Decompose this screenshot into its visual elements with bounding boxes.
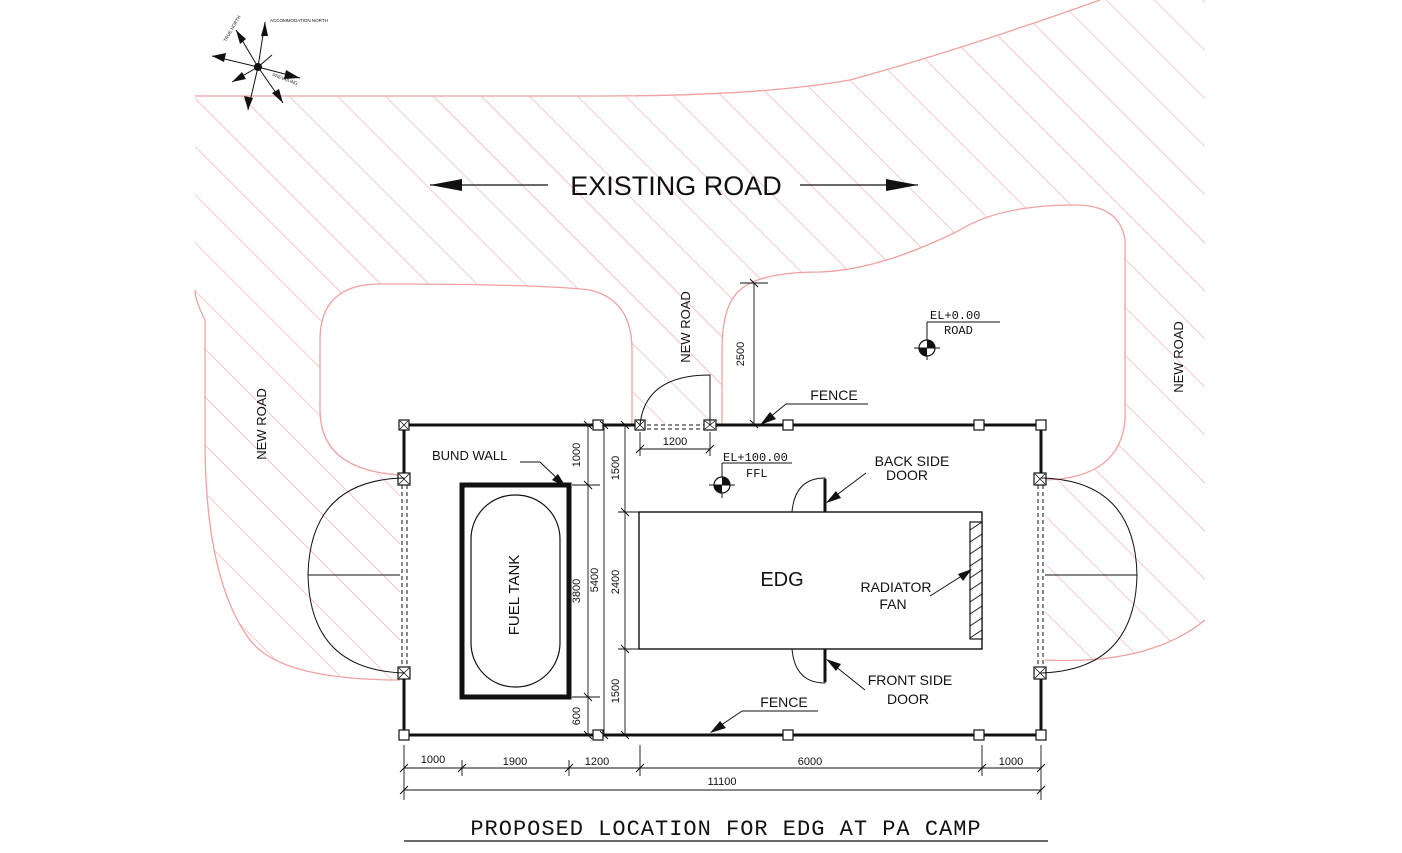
road-elevation-note: ROAD [944,324,973,338]
dim-6000: 6000 [798,756,822,768]
bund-wall-label: BUND WALL [432,448,507,463]
compass-rose: ACCOMMODATION NORTH TRUE NORTH PREVAILIN… [211,15,328,111]
dim-road-offset: 2500 [735,342,747,366]
horizontal-dimensions: 1000 1900 1200 6000 1000 11100 [399,745,1046,800]
new-road-left-label: NEW ROAD [254,388,269,460]
dim-gate-width: 1200 [663,436,687,448]
fence-top-label: FENCE [810,387,857,403]
back-door-label-line2: DOOR [886,467,928,483]
fuel-tank-label: FUEL TANK [506,555,523,636]
ffl-level-marker: EL+100.00 FFL [709,451,792,498]
road-elevation-label: EL+0.00 [930,309,980,323]
edg-unit: EDG RADIATOR FAN BACK SIDE DOOR FRONT SI… [638,453,983,707]
dim-5400-vertical: 5400 [589,568,601,592]
new-road-top-label: NEW ROAD [678,291,693,363]
vertical-dimensions: 2500 1000 3800 600 5400 1500 2400 1500 [571,278,768,740]
edg-label: EDG [760,569,803,591]
dim-2400-vertical: 2400 [610,570,622,594]
dim-total-11100: 11100 [708,776,737,788]
drawing-title-text: PROPOSED LOCATION FOR EDG AT PA CAMP [470,817,981,842]
dim-1500-bottom: 1500 [610,679,622,703]
ffl-elevation-note: FFL [746,467,768,481]
dim-600-vertical: 600 [571,707,583,725]
radiator-label-line2: FAN [879,596,906,612]
gate-swings [307,374,1138,674]
dim-1900: 1900 [503,756,527,768]
road-level-marker: EL+0.00 ROAD [914,309,1000,360]
front-door-label-line2: DOOR [887,691,929,707]
bund-wall: FUEL TANK BUND WALL [432,448,572,700]
dim-1000-right: 1000 [999,756,1023,768]
back-door-label-line1: BACK SIDE [875,453,950,469]
fence-callouts: FENCE FENCE [710,387,868,733]
existing-road-label: EXISTING ROAD [570,171,782,201]
dim-1000-vertical: 1000 [571,443,583,467]
dim-1500-top: 1500 [610,456,622,480]
gate-width-dimension: 1200 [635,432,715,456]
ffl-elevation-label: EL+100.00 [723,451,788,465]
front-door-label-line1: FRONT SIDE [868,672,953,688]
existing-road-callout: EXISTING ROAD [430,171,918,201]
dim-3800-vertical: 3800 [571,579,583,603]
new-road-right-label: NEW ROAD [1171,321,1186,393]
drawing-title: PROPOSED LOCATION FOR EDG AT PA CAMP [404,817,1048,842]
radiator-label-line1: RADIATOR [860,579,931,595]
fence-bottom-label: FENCE [760,694,807,710]
dim-1200: 1200 [585,756,609,768]
dim-1000-left: 1000 [421,754,445,766]
compass-north-label: ACCOMMODATION NORTH [270,18,328,23]
